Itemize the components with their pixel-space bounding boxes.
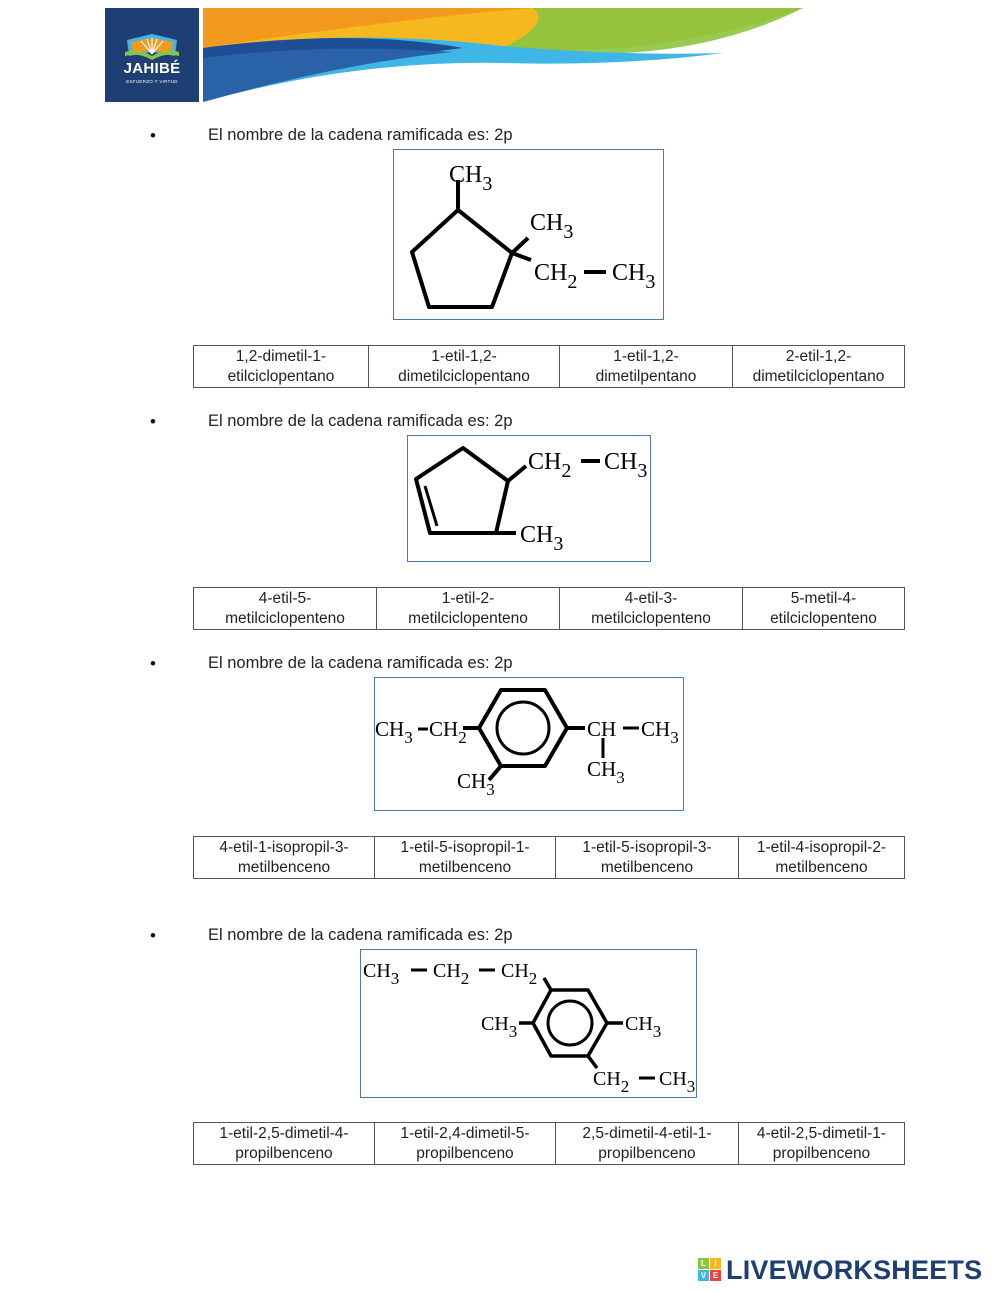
option-3[interactable]: 2,5-dimetil-4-etil-1-propilbenceno xyxy=(555,1122,739,1165)
svg-text:CH2: CH2 xyxy=(429,717,467,747)
svg-text:CH2: CH2 xyxy=(593,1068,629,1096)
school-header: JAHIBÉ ESFUERZO Y VIRTUD xyxy=(105,8,805,102)
logo-title: JAHIBÉ xyxy=(123,60,181,77)
option-1[interactable]: 4-etil-5-metilciclopenteno xyxy=(193,587,377,630)
option-4[interactable]: 5-metil-4-etilciclopenteno xyxy=(742,587,905,630)
molecule-diagram: CH2 CH3 CH3 xyxy=(407,435,651,562)
molecule-diagram: CH3 CH2 CH2 CH3 CH3 CH2 CH3 xyxy=(360,949,697,1098)
svg-text:CH3: CH3 xyxy=(530,210,573,243)
svg-text:CH3: CH3 xyxy=(604,449,647,482)
svg-text:CH3: CH3 xyxy=(659,1068,695,1096)
molecule-diagram: CH3 CH2 CH CH3 CH3 CH3 xyxy=(374,677,684,811)
option-4[interactable]: 4-etil-2,5-dimetil-1-propilbenceno xyxy=(738,1122,905,1165)
svg-text:CH3: CH3 xyxy=(375,717,413,747)
bullet: • xyxy=(150,126,156,145)
structural-formula-3: CH3 CH2 CH CH3 CH3 CH3 xyxy=(375,688,679,799)
option-2[interactable]: 1-etil-2,4-dimetil-5-propilbenceno xyxy=(374,1122,556,1165)
svg-text:CH3: CH3 xyxy=(520,522,563,555)
svg-text:CH3: CH3 xyxy=(641,717,679,747)
logo-subtitle: ESFUERZO Y VIRTUD xyxy=(126,79,178,84)
molecule-diagram: CH3 CH3 CH2 CH3 xyxy=(393,149,664,320)
bullet: • xyxy=(150,926,156,945)
svg-text:CH2: CH2 xyxy=(433,960,469,988)
structural-formula-1: CH3 CH3 CH2 CH3 xyxy=(410,162,655,309)
svg-text:CH2: CH2 xyxy=(528,449,571,482)
bullet: • xyxy=(150,412,156,431)
svg-text:CH3: CH3 xyxy=(457,769,495,799)
live-tiles-icon: L I V E xyxy=(698,1258,722,1282)
brand-name: LIVEWORKSHEETS xyxy=(726,1255,983,1285)
svg-text:CH3: CH3 xyxy=(449,162,492,195)
answer-options: 1,2-dimetil-1-etilciclopentano 1-etil-1,… xyxy=(193,345,905,388)
bullet: • xyxy=(150,654,156,673)
svg-text:CH2: CH2 xyxy=(534,260,577,293)
school-logo: JAHIBÉ ESFUERZO Y VIRTUD xyxy=(105,8,199,102)
structural-formula-2: CH2 CH3 CH3 xyxy=(414,446,647,555)
svg-text:CH3: CH3 xyxy=(363,960,399,988)
open-book-sun-icon xyxy=(125,34,179,60)
option-1[interactable]: 4-etil-1-isopropil-3-metilbenceno xyxy=(193,836,375,879)
question-prompt: El nombre de la cadena ramificada es: 2p xyxy=(208,654,513,672)
svg-text:CH3: CH3 xyxy=(587,757,625,787)
option-3[interactable]: 4-etil-3-metilciclopenteno xyxy=(559,587,743,630)
question-prompt: El nombre de la cadena ramificada es: 2p xyxy=(208,126,513,144)
svg-text:CH3: CH3 xyxy=(481,1013,517,1041)
option-2[interactable]: 1-etil-5-isopropil-1-metilbenceno xyxy=(374,836,556,879)
answer-options: 4-etil-1-isopropil-3-metilbenceno 1-etil… xyxy=(193,836,905,879)
answer-options: 1-etil-2,5-dimetil-4-propilbenceno 1-eti… xyxy=(193,1122,905,1165)
option-2[interactable]: 1-etil-2-metilciclopenteno xyxy=(376,587,560,630)
option-3[interactable]: 1-etil-5-isopropil-3-metilbenceno xyxy=(555,836,739,879)
option-1[interactable]: 1-etil-2,5-dimetil-4-propilbenceno xyxy=(193,1122,375,1165)
svg-text:CH3: CH3 xyxy=(625,1013,661,1041)
option-4[interactable]: 1-etil-4-isopropil-2-metilbenceno xyxy=(738,836,905,879)
svg-text:CH2: CH2 xyxy=(501,960,537,988)
question-prompt: El nombre de la cadena ramificada es: 2p xyxy=(208,926,513,944)
svg-text:CH3: CH3 xyxy=(612,260,655,293)
question-prompt: El nombre de la cadena ramificada es: 2p xyxy=(208,412,513,430)
option-1[interactable]: 1,2-dimetil-1-etilciclopentano xyxy=(193,345,369,388)
structural-formula-4: CH3 CH2 CH2 CH3 CH3 CH2 CH3 xyxy=(363,960,695,1096)
svg-text:CH: CH xyxy=(587,717,616,741)
option-4[interactable]: 2-etil-1,2-dimetilciclopentano xyxy=(732,345,905,388)
answer-options: 4-etil-5-metilciclopenteno 1-etil-2-meti… xyxy=(193,587,905,630)
option-3[interactable]: 1-etil-1,2-dimetilpentano xyxy=(559,345,733,388)
decorative-wave-banner xyxy=(203,8,803,102)
option-2[interactable]: 1-etil-1,2-dimetilciclopentano xyxy=(368,345,560,388)
